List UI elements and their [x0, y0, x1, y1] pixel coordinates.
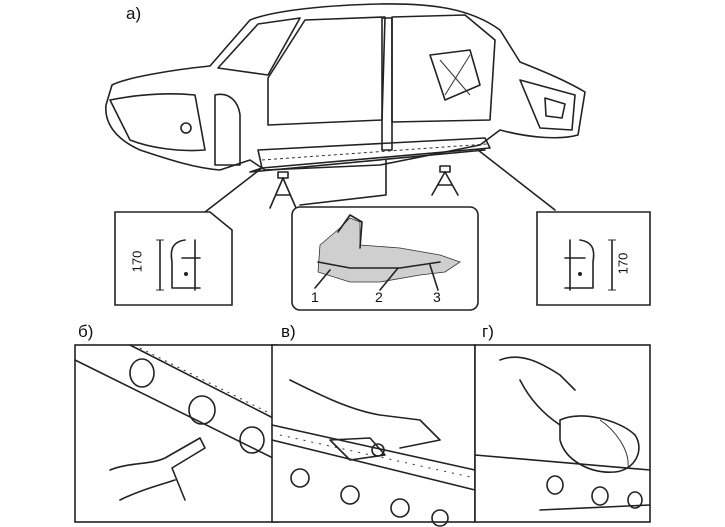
leader-right [477, 149, 556, 211]
callout-1: 1 [311, 289, 319, 305]
label-view-v: в) [281, 322, 296, 341]
label-view-a: а) [126, 4, 142, 23]
label-view-g: г) [482, 322, 494, 341]
jack-stand-right [431, 165, 459, 196]
section-detail-right [536, 211, 651, 306]
car-body-shell [105, 3, 586, 173]
jack-stand-left [269, 171, 297, 209]
section-detail-left [114, 211, 233, 306]
panel-b [74, 344, 278, 523]
panel-v [271, 344, 476, 527]
dimension-right: 170 [615, 252, 631, 275]
leader-center [299, 159, 387, 206]
callout-3: 3 [433, 289, 441, 305]
dimension-left: 170 [129, 250, 145, 273]
leader-left [204, 167, 263, 213]
panel-g [474, 344, 651, 523]
label-view-b: б) [78, 322, 94, 341]
section-detail-center [291, 206, 479, 311]
callout-2: 2 [375, 289, 383, 305]
